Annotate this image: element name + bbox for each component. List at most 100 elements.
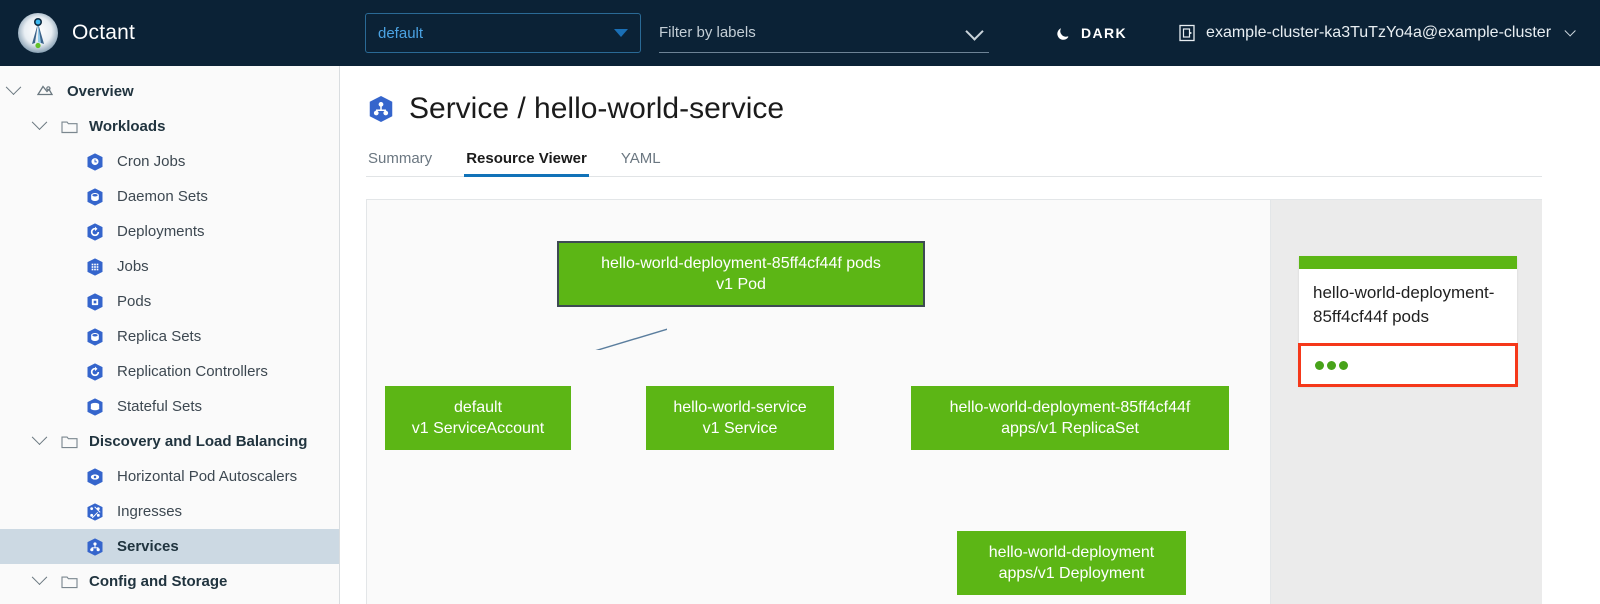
cluster-select[interactable]: example-cluster-ka3TuTzYo4a@example-clus… xyxy=(1179,24,1576,42)
sidebar-item-overview[interactable]: Overview xyxy=(0,74,339,109)
page-title: Service / hello-world-service xyxy=(366,92,1600,126)
cluster-icon xyxy=(1179,24,1195,42)
detail-card-status-bar xyxy=(1299,256,1517,269)
sidebar-item-daemon-sets[interactable]: Daemon Sets xyxy=(0,179,339,214)
label-filter-placeholder: Filter by labels xyxy=(659,24,756,41)
sidebar-item-stateful-sets[interactable]: Stateful Sets xyxy=(0,389,339,424)
daemonset-icon xyxy=(87,187,103,206)
graph-node-name: default xyxy=(453,398,503,416)
sidebar-item-label: Pods xyxy=(117,293,152,310)
folder-icon xyxy=(61,436,78,449)
graph-node-replicaset[interactable]: hello-world-deployment-85ff4cf44f apps/v1… xyxy=(911,386,1229,450)
app-header: Octant default Filter by labels DARK exa… xyxy=(0,0,1600,66)
tab-yaml[interactable]: YAML xyxy=(620,150,661,167)
sidebar-item-label: Stateful Sets xyxy=(117,398,203,415)
tab-bar: Summary Resource Viewer YAML xyxy=(366,146,1542,177)
sidebar-item-services[interactable]: Services xyxy=(0,529,339,564)
sidebar-item-label: Deployments xyxy=(117,223,205,240)
sidebar-item-config-and-storage[interactable]: Config and Storage xyxy=(0,564,339,599)
graph-node-service[interactable]: hello-world-service v1 Service xyxy=(646,386,834,450)
main-content: Service / hello-world-service Summary Res… xyxy=(340,66,1600,604)
sidebar-item-label: Overview xyxy=(67,83,134,100)
graph-node-kind: apps/v1 Deployment xyxy=(998,565,1145,582)
detail-card[interactable]: hello-world-deployment-85ff4cf44f pods xyxy=(1298,256,1518,388)
page-title-text: Service / hello-world-service xyxy=(409,92,785,125)
status-dot[interactable] xyxy=(1315,360,1324,370)
chevron-down-icon xyxy=(965,22,984,41)
chevron-down-icon[interactable] xyxy=(31,569,48,586)
sidebar-item-horizontal-pod-autoscalers[interactable]: Horizontal Pod Autoscalers xyxy=(0,459,339,494)
sidebar-item-label: Cron Jobs xyxy=(117,153,186,170)
sidebar-item-replica-sets[interactable]: Replica Sets xyxy=(0,319,339,354)
deployment-icon xyxy=(87,222,103,241)
sidebar-item-cron-jobs[interactable]: Cron Jobs xyxy=(0,144,339,179)
graph-node-sa[interactable]: default v1 ServiceAccount xyxy=(385,386,571,450)
status-dot[interactable] xyxy=(1327,360,1336,370)
service-icon xyxy=(87,537,103,556)
graph-node-name: hello-world-deployment xyxy=(988,543,1155,561)
cluster-label: example-cluster-ka3TuTzYo4a@example-clus… xyxy=(1206,24,1552,41)
status-dot[interactable] xyxy=(1339,360,1348,370)
theme-toggle[interactable]: DARK xyxy=(1055,25,1127,42)
sidebar-item-jobs[interactable]: Jobs xyxy=(0,249,339,284)
sidebar-item-label: Workloads xyxy=(89,118,166,135)
theme-label: DARK xyxy=(1081,25,1128,41)
sidebar-item-replication-controllers[interactable]: Replication Controllers xyxy=(0,354,339,389)
sidebar-item-ingresses[interactable]: Ingresses xyxy=(0,494,339,529)
hpa-icon xyxy=(87,467,103,486)
job-icon xyxy=(87,257,103,276)
sidebar-item-deployments[interactable]: Deployments xyxy=(0,214,339,249)
chevron-down-icon[interactable] xyxy=(31,114,48,131)
graph-node-kind: apps/v1 ReplicaSet xyxy=(1001,420,1139,437)
graph-node-name: hello-world-deployment-85ff4cf44f pods xyxy=(601,254,881,272)
resource-viewer: hello-world-deployment-85ff4cf44f pods v1… xyxy=(366,199,1542,604)
sidebar-item-label: Discovery and Load Balancing xyxy=(89,433,308,450)
sidebar-item-discovery-and-load-balancing[interactable]: Discovery and Load Balancing xyxy=(0,424,339,459)
sidebar-item-label: Horizontal Pod Autoscalers xyxy=(117,468,298,485)
sidebar-item-label: Replication Controllers xyxy=(117,363,268,380)
sidebar-item-label: Jobs xyxy=(117,258,149,275)
detail-panel: hello-world-deployment-85ff4cf44f pods xyxy=(1270,200,1542,604)
octant-logo-icon xyxy=(18,13,58,53)
graph-node-name: hello-world-service xyxy=(673,398,807,416)
chevron-down-icon[interactable] xyxy=(31,429,48,446)
graph-node-kind: v1 Service xyxy=(702,420,778,437)
graph-node-name: hello-world-deployment-85ff4cf44f xyxy=(949,398,1191,416)
graph-node-kind: v1 Pod xyxy=(716,276,766,293)
sidebar-item-label: Replica Sets xyxy=(117,328,202,345)
namespace-select[interactable]: default xyxy=(365,13,641,53)
sidebar-item-label: Ingresses xyxy=(117,503,183,520)
graph-node-kind: v1 ServiceAccount xyxy=(411,420,545,437)
pod-icon xyxy=(87,292,103,311)
detail-card-status-row[interactable] xyxy=(1298,343,1518,388)
cronjob-icon xyxy=(87,152,103,171)
brand: Octant xyxy=(0,13,340,53)
tab-summary[interactable]: Summary xyxy=(368,150,433,167)
namespace-value: default xyxy=(378,24,424,42)
tab-resource-viewer[interactable]: Resource Viewer xyxy=(464,146,589,177)
label-filter-input[interactable]: Filter by labels xyxy=(659,13,989,53)
overview-icon xyxy=(36,84,54,95)
chevron-down-icon[interactable] xyxy=(5,79,22,96)
detail-card-title: hello-world-deployment-85ff4cf44f pods xyxy=(1313,283,1495,327)
sidebar-item-label: Services xyxy=(117,538,179,555)
replicationcontroller-icon xyxy=(87,362,103,381)
service-icon xyxy=(369,96,393,122)
graph-node-deployment[interactable]: hello-world-deployment apps/v1 Deployment xyxy=(957,531,1186,595)
sidebar-item-label: Daemon Sets xyxy=(117,188,208,205)
graph-node-pod[interactable]: hello-world-deployment-85ff4cf44f pods v1… xyxy=(557,241,925,307)
sidebar-item-workloads[interactable]: Workloads xyxy=(0,109,339,144)
ingress-icon xyxy=(87,502,103,521)
moon-icon xyxy=(1057,27,1069,40)
sidebar-item-pods[interactable]: Pods xyxy=(0,284,339,319)
resource-graph[interactable]: hello-world-deployment-85ff4cf44f pods v1… xyxy=(367,200,1270,604)
caret-down-icon xyxy=(614,29,628,37)
folder-icon xyxy=(61,576,78,589)
statefulset-icon xyxy=(87,397,103,416)
chevron-down-icon xyxy=(1564,25,1576,37)
sidebar-item-label: Config and Storage xyxy=(89,573,228,590)
brand-name: Octant xyxy=(72,21,136,44)
replicaset-icon xyxy=(87,327,103,346)
graph-edge xyxy=(595,328,667,350)
